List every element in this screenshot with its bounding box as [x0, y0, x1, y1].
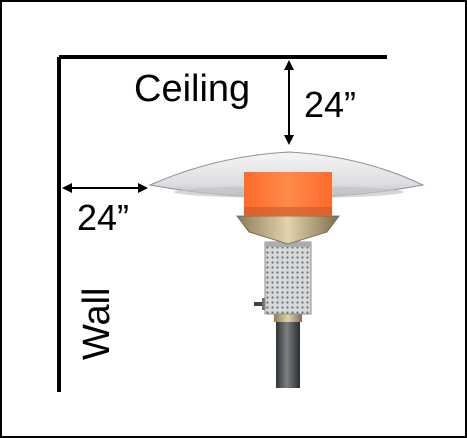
ceiling-clearance-label: 24” [304, 84, 357, 125]
wall-clearance-label: 24” [77, 197, 130, 238]
ceiling-label: Ceiling [134, 68, 251, 110]
wall-label: Wall [76, 287, 118, 360]
patio-heater-icon [148, 151, 425, 388]
